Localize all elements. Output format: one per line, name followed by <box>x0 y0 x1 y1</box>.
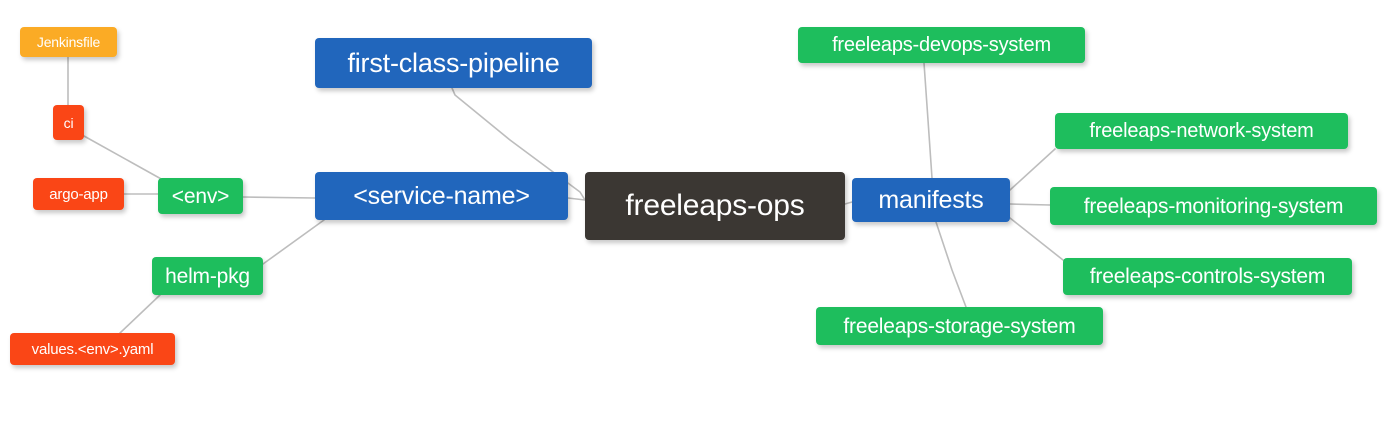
edge-manifests-to-network-system <box>1009 148 1056 191</box>
edge-manifests-to-monitoring-system <box>1009 203 1051 206</box>
mindmap-node-network-system[interactable]: freeleaps-network-system <box>1055 113 1348 149</box>
node-label-freeleaps-ops: freeleaps-ops <box>625 189 805 222</box>
mindmap-node-values-yaml[interactable]: values.<env>.yaml <box>10 333 175 365</box>
mindmap-node-monitoring-system[interactable]: freeleaps-monitoring-system <box>1050 187 1377 225</box>
mindmap-node-service-name[interactable]: <service-name> <box>315 172 568 220</box>
mindmap-node-manifests[interactable]: manifests <box>852 178 1010 222</box>
edge-service-name-to-env <box>242 196 316 199</box>
edge-manifests-to-storage-system <box>935 221 967 308</box>
edge-env-to-ci <box>83 135 164 181</box>
node-label-storage-system: freeleaps-storage-system <box>843 314 1076 338</box>
node-label-devops-system: freeleaps-devops-system <box>832 34 1051 56</box>
edge-service-name-to-helm-pkg <box>262 219 325 265</box>
node-label-manifests: manifests <box>878 185 984 214</box>
node-label-service-name: <service-name> <box>353 181 530 210</box>
mindmap-node-controls-system[interactable]: freeleaps-controls-system <box>1063 258 1352 295</box>
node-label-network-system: freeleaps-network-system <box>1089 120 1314 142</box>
node-label-helm-pkg: helm-pkg <box>165 264 250 288</box>
mindmap-node-env[interactable]: <env> <box>158 178 243 214</box>
edge-freeleaps-ops-to-service-name <box>567 197 586 201</box>
node-label-first-class-pipeline: first-class-pipeline <box>347 47 560 78</box>
mindmap-node-argo-app[interactable]: argo-app <box>33 178 124 210</box>
edge-helm-pkg-to-values-yaml <box>119 294 161 334</box>
mindmap-node-devops-system[interactable]: freeleaps-devops-system <box>798 27 1085 63</box>
edge-manifests-to-devops-system <box>923 62 933 179</box>
node-label-controls-system: freeleaps-controls-system <box>1089 265 1326 288</box>
mindmap-node-jenkinsfile[interactable]: Jenkinsfile <box>20 27 117 57</box>
mindmap-node-storage-system[interactable]: freeleaps-storage-system <box>816 307 1103 345</box>
mindmap-node-ci[interactable]: ci <box>53 105 84 140</box>
node-label-values-yaml: values.<env>.yaml <box>31 340 154 358</box>
node-label-monitoring-system: freeleaps-monitoring-system <box>1083 194 1344 218</box>
mindmap-node-freeleaps-ops[interactable]: freeleaps-ops <box>585 172 845 240</box>
mindmap-node-helm-pkg[interactable]: helm-pkg <box>152 257 263 295</box>
node-label-jenkinsfile: Jenkinsfile <box>36 34 101 50</box>
edge-freeleaps-ops-to-manifests <box>844 201 853 205</box>
node-label-env: <env> <box>171 184 230 208</box>
node-label-argo-app: argo-app <box>49 185 108 203</box>
node-label-ci: ci <box>63 114 74 131</box>
mindmap-node-first-class-pipeline[interactable]: first-class-pipeline <box>315 38 592 88</box>
